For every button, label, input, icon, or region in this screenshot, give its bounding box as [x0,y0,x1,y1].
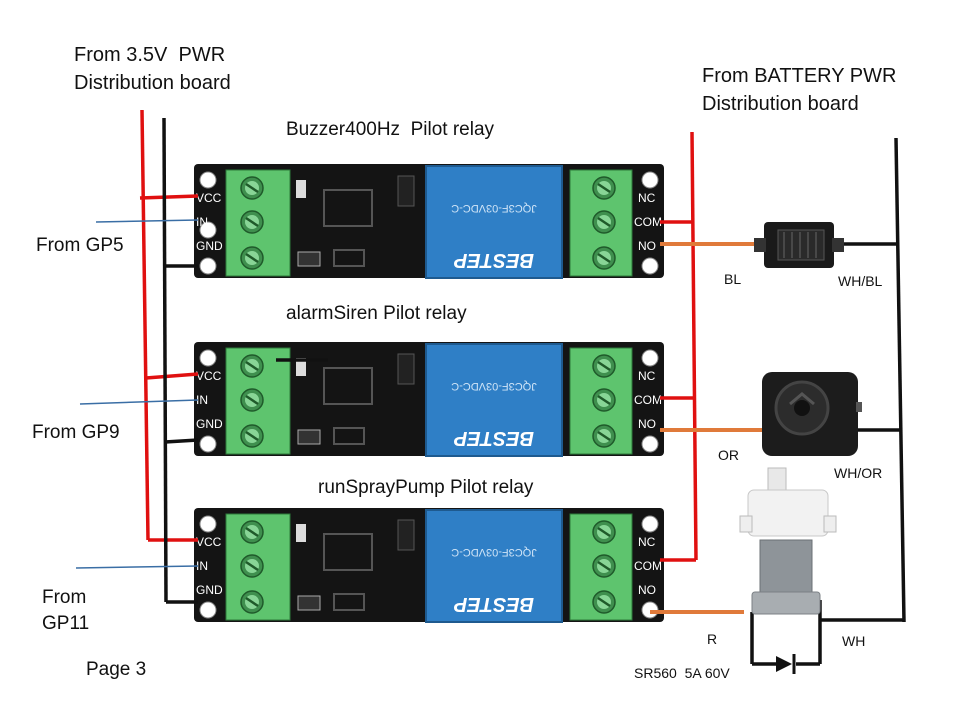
right-supply-label-line1: From BATTERY PWR [702,65,897,87]
wire-label-wh: WH [842,633,866,649]
relay3-pin-no: NO [638,583,656,597]
relay3-pin-vcc: VCC [196,535,222,549]
relay-board-2: JQC3F-03VDC-C BESTEP VCC IN GND NC COM N… [194,342,664,457]
relay2-pin-nc: NC [638,369,656,383]
page-label: Page 3 [86,659,147,680]
left-supply-label-line1: From 3.5V PWR [74,44,226,66]
relay1-pin-in: IN [196,215,208,229]
relay3-pin-com: COM [634,559,662,573]
pump-icon [739,467,837,615]
relay2-title: alarmSiren Pilot relay [286,303,467,324]
wire-label-or: OR [718,447,739,463]
signal-wires [75,219,199,569]
battery-negative-wires [750,137,906,666]
gp11-label-line2: GP11 [42,613,90,634]
relay2-pin-com: COM [634,393,662,407]
gnd-wires [162,117,328,604]
relay1-pin-gnd: GND [196,239,223,253]
relay1-pin-vcc: VCC [196,191,222,205]
relay3-title: runSprayPump Pilot relay [318,477,534,498]
relay2-brand: BESTEP [453,427,534,449]
relay1-title: Buzzer400Hz Pilot relay [286,119,495,140]
battery-positive-wires [660,131,698,562]
vcc-wires [139,109,199,542]
relay3-pin-gnd: GND [196,583,223,597]
wire-label-bl: BL [724,271,742,287]
relay-board-3: JQC3F-03VDC-C BESTEP VCC IN GND NC COM N… [194,508,664,623]
relay2-pin-no: NO [638,417,656,431]
buzzer-icon [754,222,844,268]
relay2-pin-in: IN [196,393,208,407]
relay2-model: JQC3F-03VDC-C [451,380,537,392]
left-supply-label-line2: Distribution board [74,72,231,94]
relay1-model: JQC3F-03VDC-C [451,202,537,214]
relay1-brand: BESTEP [453,249,534,271]
relay1-pin-com: COM [634,215,662,229]
relay2-pin-vcc: VCC [196,369,222,383]
gp11-label-line1: From [42,587,87,608]
relay3-model: JQC3F-03VDC-C [451,546,537,558]
wire-label-wh-bl: WH/BL [838,273,883,289]
wire-label-r: R [707,631,718,647]
right-supply-label-line2: Distribution board [702,93,859,115]
relay2-pin-gnd: GND [196,417,223,431]
diode-label: SR560 5A 60V [634,665,730,681]
relay1-pin-no: NO [638,239,656,253]
gp5-label: From GP5 [36,235,124,256]
relay-board-1: JQC3F-03VDC-C BESTEP VCC IN GND NC COM N… [194,164,664,279]
diode-icon [776,654,796,674]
gp9-label: From GP9 [32,422,120,443]
relay3-pin-in: IN [196,559,208,573]
siren-icon [762,372,862,456]
relay3-brand: BESTEP [453,593,534,615]
relay3-pin-nc: NC [638,535,656,549]
load-wires [650,242,764,614]
relay1-pin-nc: NC [638,191,656,205]
wire-label-wh-or: WH/OR [834,465,883,481]
